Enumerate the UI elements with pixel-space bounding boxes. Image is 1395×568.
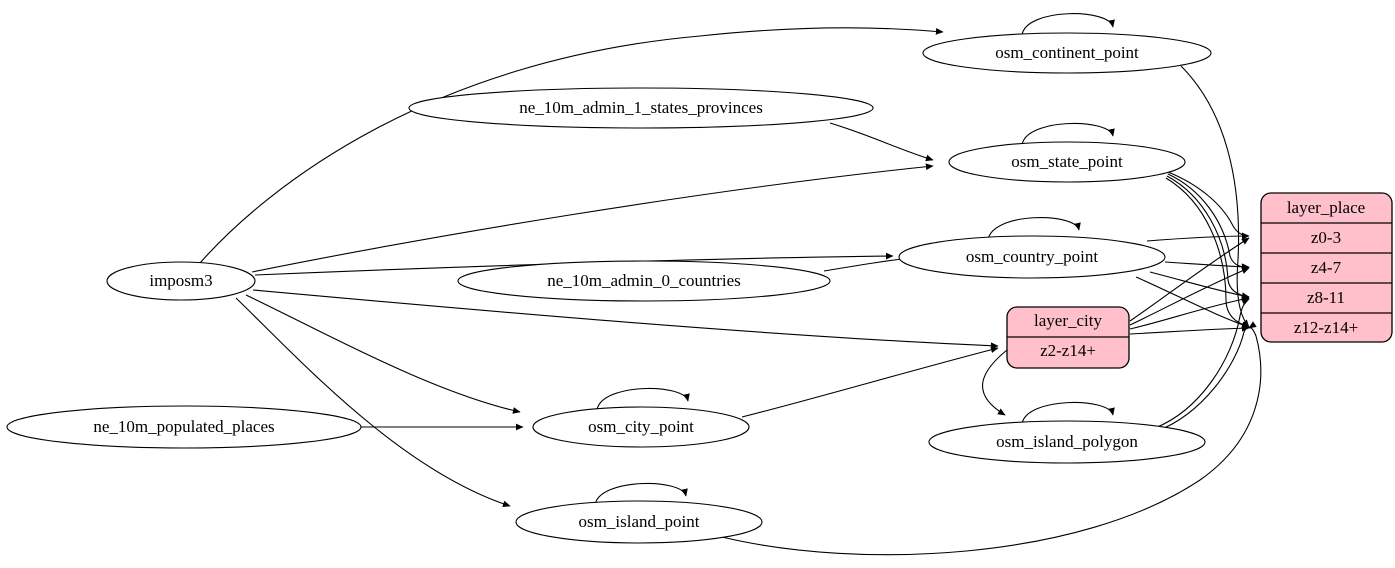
selfloop-osm_island_point (594, 482, 688, 506)
edge-imposm3-osm_city_point (245, 294, 521, 414)
edge-layer_city-layer_place-z4_7 (1129, 267, 1250, 326)
edge-layer_city-layer_place-z0_3 (1129, 237, 1250, 322)
edge-osm_continent_point-layer_place-z12 (1180, 65, 1250, 328)
selfloop-osm_city_point (596, 387, 690, 411)
node-label: osm_country_point (966, 247, 1098, 266)
record-row-z2-z14plus[interactable]: z2-z14+ (1040, 341, 1096, 360)
node-osm_continent_point[interactable]: osm_continent_point (922, 32, 1212, 74)
record-row-z4-7[interactable]: z4-7 (1311, 258, 1342, 277)
edge-ne_states-osm_state_point (829, 122, 934, 162)
record-row-z8-11[interactable]: z8-11 (1307, 288, 1345, 307)
node-label: osm_state_point (1011, 152, 1123, 171)
node-osm_island_polygon[interactable]: osm_island_polygon (928, 420, 1206, 464)
edge-layer (199, 13, 1262, 556)
node-ne_10m_populated_places[interactable]: ne_10m_populated_places (6, 405, 362, 449)
node-label: osm_continent_point (995, 43, 1139, 62)
record-node-layer_place[interactable]: layer_place z0-3 z4-7 z8-11 z12-z14+ (1260, 192, 1393, 343)
edge-osm_island_point-layer_place-z12 (721, 321, 1262, 556)
node-ne_10m_admin_0_countries[interactable]: ne_10m_admin_0_countries (457, 260, 831, 302)
selfloop-osm_state_point (1021, 122, 1115, 146)
node-label: osm_city_point (588, 417, 694, 436)
node-osm_state_point[interactable]: osm_state_point (948, 141, 1186, 183)
selfloop-osm_island_polygon (1021, 401, 1115, 425)
node-osm_city_point[interactable]: osm_city_point (532, 406, 750, 448)
selfloop-osm_country_point (987, 217, 1081, 241)
selfloop-osm_continent_point (1021, 13, 1115, 36)
node-label: ne_10m_populated_places (93, 417, 274, 436)
edge-osm_country_point-layer_place-z0_3 (1146, 232, 1250, 242)
node-label: osm_island_polygon (996, 432, 1138, 451)
record-node-layer_city[interactable]: layer_city z2-z14+ (1006, 306, 1130, 369)
edge-osm_country_point-layer_place-z8_11 (1149, 271, 1250, 299)
edge-osm_island_polygon-layer_place-z8_11 (1154, 298, 1250, 429)
edge-imposm3-osm_island_point (235, 297, 511, 508)
edge-imposm3-osm_state_point (251, 163, 934, 273)
record-row-z12-z14plus[interactable]: z12-z14+ (1294, 318, 1358, 337)
record-header-layer_place: layer_place (1287, 198, 1365, 217)
edge-layer_city-osm_island_polygon (982, 349, 1008, 416)
node-label: ne_10m_admin_1_states_provinces (519, 98, 763, 117)
node-osm_country_point[interactable]: osm_country_point (898, 235, 1166, 279)
node-ne_10m_admin_1_states_provinces[interactable]: ne_10m_admin_1_states_provinces (408, 87, 874, 129)
edge-imposm3-osm_continent_point (199, 27, 944, 264)
edge-osm_island_polygon-layer_place-z12 (1156, 320, 1250, 432)
edge-osm_country_point-layer_place-z12 (1135, 276, 1250, 328)
edge-imposm3-layer_city (252, 289, 999, 350)
node-label: osm_island_point (579, 512, 700, 531)
edge-osm_city_point-layer_city (741, 346, 999, 418)
record-row-z0-3[interactable]: z0-3 (1311, 228, 1341, 247)
edge-layer_city-layer_place-z12 (1129, 324, 1250, 335)
edge-layer_city-layer_place-z8_11 (1129, 296, 1250, 330)
node-imposm3[interactable]: imposm3 (106, 261, 256, 301)
edge-osm_state_point-layer_place-z12 (1165, 177, 1250, 329)
record-header-layer_city: layer_city (1034, 311, 1102, 330)
node-layer: imposm3 ne_10m_admin_1_states_provinces … (6, 32, 1393, 544)
edge-osm_state_point-layer_place-z8_11 (1166, 175, 1250, 300)
node-label: imposm3 (149, 271, 212, 290)
node-osm_island_point[interactable]: osm_island_point (515, 500, 763, 544)
node-label: ne_10m_admin_0_countries (547, 271, 741, 290)
